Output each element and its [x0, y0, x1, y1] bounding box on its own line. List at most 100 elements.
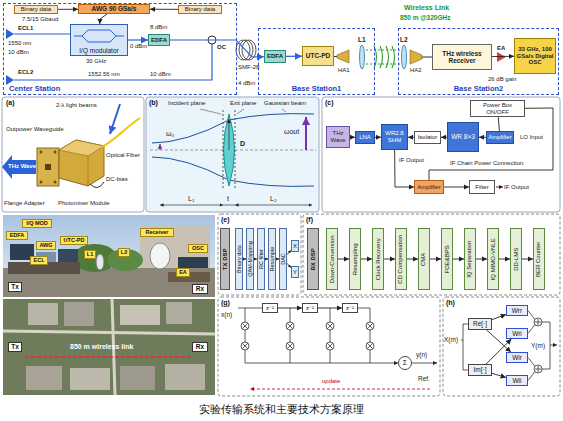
- annotation-label: Outpower Waveguide: [6, 126, 63, 133]
- annotation-label: HA1: [338, 67, 350, 74]
- connector: [429, 108, 553, 180]
- component-box: Amplifier: [414, 180, 444, 194]
- thz-wave-arrow: [2, 155, 36, 179]
- component-box: Power Box ON/OFF: [470, 100, 525, 117]
- node-text: Σ: [403, 359, 407, 367]
- connector: [361, 259, 372, 260]
- map-building: [120, 305, 160, 325]
- node-text: Binary data: [236, 245, 242, 273]
- node-text: AWG 90 GSa/s: [92, 5, 137, 12]
- node-text: FOE&BPS: [444, 245, 451, 273]
- data-box: Binary data: [178, 5, 222, 14]
- annotation-label: (e): [221, 216, 230, 224]
- annotation-label: HA2: [410, 67, 422, 74]
- operator-box: Re[·]: [468, 318, 492, 330]
- connector: [522, 259, 533, 260]
- annotation-label: IF Chain Power Connection: [450, 160, 523, 167]
- waveguide-aperture: [45, 164, 51, 170]
- dsp-step-box: RC filter: [257, 228, 265, 290]
- annotation-label: IF Output: [504, 184, 529, 191]
- panel-frame: [322, 97, 560, 212]
- connector: [492, 56, 514, 57]
- output-wire: [550, 345, 557, 346]
- dsp-step-box: Resample: [268, 228, 276, 290]
- node-text: LNA: [359, 134, 371, 141]
- photomixer-top: [59, 140, 104, 156]
- node-text: UTC-PD: [64, 237, 85, 243]
- component-box: Isolator: [414, 131, 441, 144]
- annotation-label: 1550 nm: [8, 40, 31, 47]
- connector: [407, 259, 418, 260]
- dsp-step-box: IQ MIMO-VNLE: [487, 228, 499, 290]
- photo-tag: ECL: [30, 256, 48, 265]
- node-text: 33 GHz, 100 GSa/s Digital OSC: [516, 46, 554, 66]
- dsp-step-box: DD-LMS: [510, 228, 522, 290]
- waist-arrow: [159, 144, 160, 150]
- dsp-title-box: RX DSP: [307, 228, 319, 290]
- node-text: THz Wave: [328, 130, 348, 143]
- node-text: EDFA: [151, 37, 167, 44]
- node-text: EDFA: [267, 53, 283, 60]
- photo-lens: [96, 254, 104, 270]
- connector: [430, 259, 441, 260]
- annotation-label: (c): [325, 99, 334, 107]
- node-text: RC filter: [258, 249, 264, 269]
- map-building: [165, 364, 205, 390]
- dsp-step-box: Binary data: [235, 228, 243, 290]
- annotation-label: 850 m wireless link: [70, 343, 133, 351]
- node-text: Binary data: [185, 6, 215, 13]
- node-text: Center Station: [9, 85, 60, 93]
- node-text: X: [293, 243, 297, 250]
- horn-antenna: [337, 50, 349, 63]
- connector: [444, 187, 469, 188]
- component-box: Amplifier: [486, 131, 514, 144]
- connector: [150, 9, 178, 10]
- connector: [498, 117, 499, 131]
- connector: [499, 259, 510, 260]
- delay-box: z⁻¹: [302, 303, 318, 313]
- connector: [100, 14, 107, 24]
- node-text: I/Q MOD: [26, 220, 48, 226]
- node-text: Amplifier: [488, 134, 511, 141]
- photo-tag: Receiver: [140, 228, 174, 237]
- exit-plane: [235, 110, 236, 190]
- modulator-waveguide: [74, 30, 124, 42]
- node-text: Resampling: [352, 243, 359, 275]
- input-box: THz Wave: [326, 126, 350, 148]
- modulator-fill: [70, 24, 128, 56]
- node-text: WR 8×3: [451, 133, 475, 140]
- annotation-label: LO Input: [520, 134, 543, 141]
- annotation-label: X(m): [444, 336, 458, 343]
- amplifier-symbol: [497, 52, 506, 62]
- node-text: Resample: [269, 247, 275, 272]
- delay-box: z⁻¹: [342, 303, 358, 313]
- node-text: I/Q modulator: [79, 47, 118, 54]
- connector: [395, 150, 414, 187]
- dsp-step-box: Resampling: [349, 228, 361, 290]
- annotation-label: 8 dBm: [150, 24, 167, 31]
- node-text: Amplifier: [417, 184, 440, 191]
- annotation-label: 2-λ light beams: [56, 102, 97, 109]
- dsp-step-box: BER Counter: [533, 228, 545, 290]
- connector: [479, 137, 486, 138]
- photo-tag: AWG: [36, 241, 56, 250]
- node-text: BER Counter: [536, 241, 543, 276]
- optical-wire: [14, 33, 70, 34]
- flange-hole: [54, 151, 57, 154]
- annotation-label: OC: [217, 44, 226, 51]
- leader-line: [237, 109, 244, 114]
- photo-tag: EDFA: [6, 231, 28, 240]
- annotation-label: t: [227, 195, 229, 203]
- annotation-label: 0 dBm: [130, 43, 147, 50]
- amplifier-box: EDFA: [148, 34, 170, 46]
- node-text: EA: [179, 269, 187, 275]
- weight-box: Wii: [506, 375, 528, 386]
- annotation-label: (a): [6, 99, 15, 107]
- annotation-label: 26 dB gain: [488, 76, 517, 83]
- annotation-label: 7.5/15 Gbaud: [22, 16, 58, 23]
- node-text: CD Compensation: [398, 234, 405, 283]
- lens-shape: [224, 114, 235, 186]
- annotation-label: Incident plane: [168, 100, 205, 107]
- connector: [492, 373, 506, 377]
